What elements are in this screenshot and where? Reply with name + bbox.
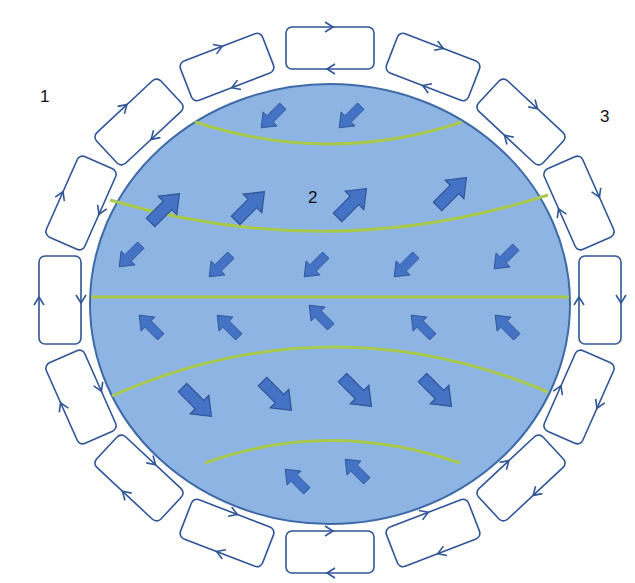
globe <box>90 84 570 524</box>
callout-number: 1 <box>40 88 49 105</box>
latitude-lines <box>91 122 569 463</box>
callout-number: 2 <box>308 189 317 206</box>
wind-arrows <box>112 99 524 498</box>
callout-number: 3 <box>600 108 609 125</box>
convection-cells <box>34 22 626 578</box>
